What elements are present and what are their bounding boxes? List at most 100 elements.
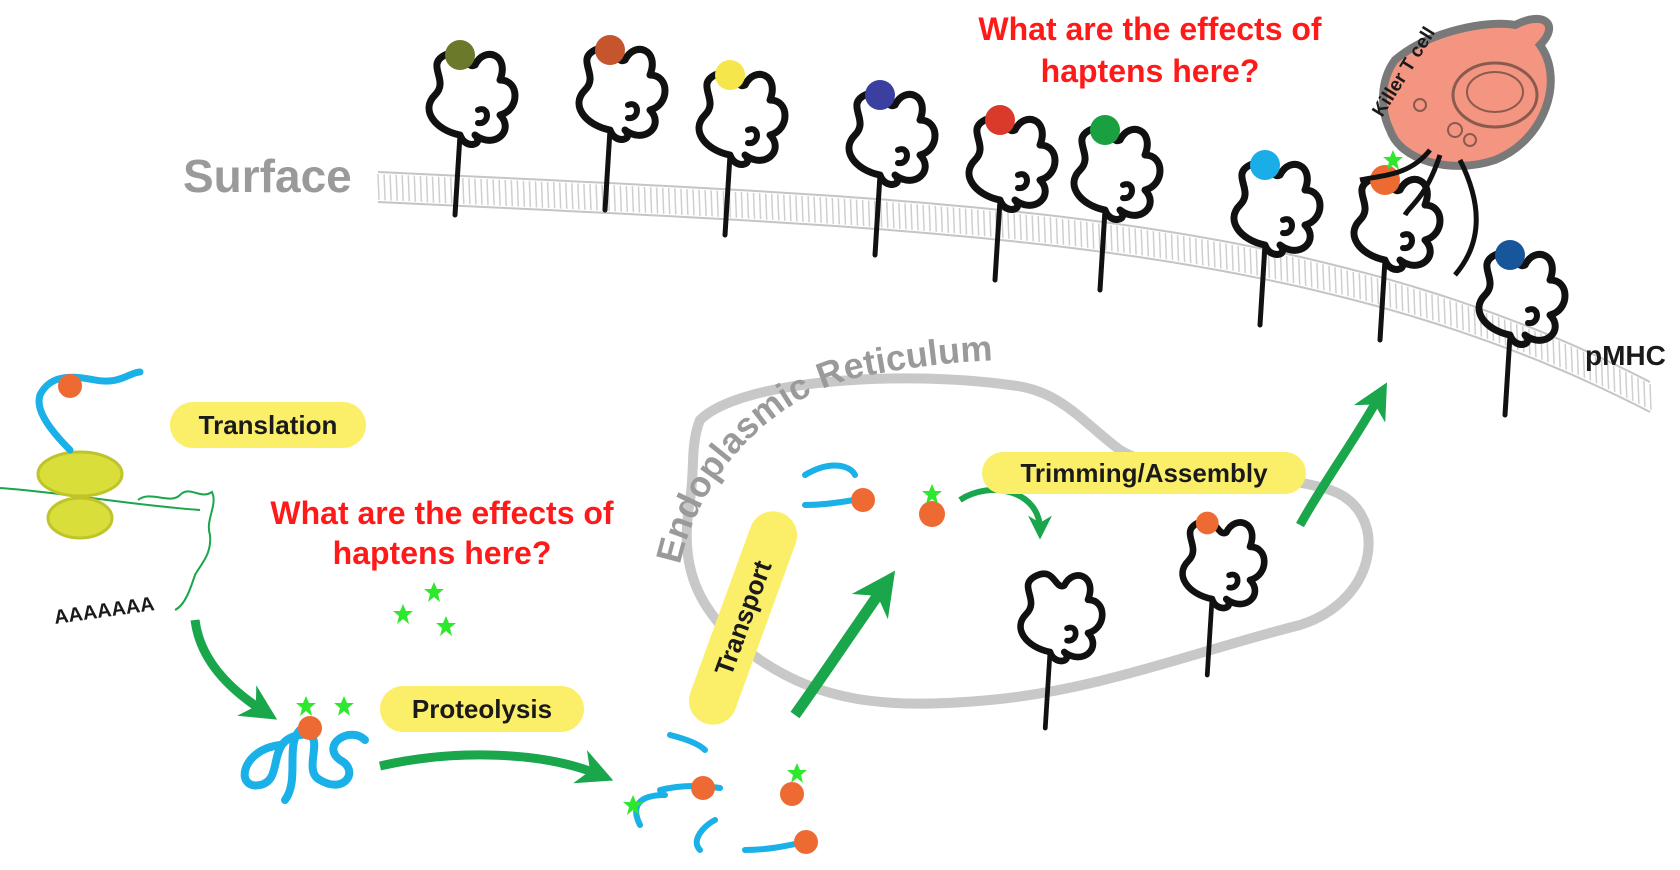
lipid bbox=[661, 187, 665, 214]
lipid bbox=[740, 192, 744, 219]
lipid bbox=[1467, 306, 1471, 333]
lipid bbox=[849, 199, 853, 226]
lipid bbox=[1443, 298, 1446, 325]
lipid bbox=[619, 185, 623, 212]
lipid bbox=[1522, 326, 1525, 353]
lipid bbox=[565, 182, 568, 209]
lipid bbox=[1207, 240, 1210, 267]
lipid bbox=[964, 208, 968, 235]
peptide bbox=[1370, 165, 1400, 195]
lipid bbox=[1437, 296, 1440, 323]
lipid bbox=[577, 183, 580, 210]
lipid bbox=[1170, 234, 1174, 261]
arrow-to-surface bbox=[1296, 382, 1387, 528]
lipid bbox=[764, 193, 768, 220]
lipid bbox=[1079, 221, 1083, 248]
lipid bbox=[1316, 262, 1319, 289]
lipid bbox=[1588, 354, 1592, 381]
surface-pmhc bbox=[849, 80, 935, 255]
lipid bbox=[837, 198, 841, 225]
lipid bbox=[655, 187, 659, 214]
lipid bbox=[958, 207, 962, 235]
lipid bbox=[1128, 227, 1131, 254]
surface-pmhc bbox=[1074, 115, 1160, 290]
lipid bbox=[1631, 374, 1634, 401]
lipid bbox=[504, 179, 507, 207]
proteolysis-label: Proteolysis bbox=[412, 694, 552, 724]
lipid bbox=[637, 186, 641, 213]
lipid bbox=[904, 203, 907, 230]
er-peptides bbox=[802, 462, 945, 527]
surface-pmhc-group bbox=[429, 35, 1565, 415]
lipid bbox=[716, 190, 719, 217]
cytosolic-peptides bbox=[623, 732, 818, 854]
arrow-to-proteolysis bbox=[190, 619, 278, 720]
lipid bbox=[1552, 338, 1555, 365]
er-mhc-loaded bbox=[1183, 511, 1265, 675]
lipid bbox=[1637, 377, 1640, 404]
lipid bbox=[413, 175, 417, 202]
surface-pmhc bbox=[699, 60, 785, 235]
trimming-assembly-label: Trimming/Assembly bbox=[1020, 458, 1268, 488]
question-surface-line1: What are the effects of bbox=[978, 11, 1322, 47]
lipid bbox=[1243, 247, 1246, 274]
lipid bbox=[734, 191, 738, 218]
unfolded-protein bbox=[240, 696, 369, 804]
lipid bbox=[583, 183, 586, 210]
lipid bbox=[558, 182, 562, 209]
peptide bbox=[1250, 150, 1280, 180]
lipid bbox=[1267, 251, 1271, 279]
surface-pmhc bbox=[579, 35, 665, 210]
lipid bbox=[886, 201, 889, 228]
membrane-leaflet-inner bbox=[377, 201, 1651, 413]
lipid bbox=[1334, 267, 1337, 294]
proteolysis-step: Proteolysis bbox=[380, 686, 584, 732]
question-cytosol-line1: What are the effects of bbox=[270, 495, 614, 531]
lipid bbox=[1649, 383, 1652, 411]
lipid bbox=[589, 184, 592, 211]
lipid bbox=[1225, 243, 1228, 270]
lipid bbox=[692, 189, 695, 216]
lipid bbox=[613, 185, 616, 212]
lipid bbox=[1055, 218, 1059, 245]
lipid bbox=[486, 179, 489, 206]
lipid bbox=[1031, 215, 1034, 242]
lipid bbox=[855, 199, 859, 226]
lipid bbox=[1176, 235, 1180, 262]
lipid bbox=[1534, 331, 1537, 358]
lipid bbox=[534, 181, 538, 208]
lipid bbox=[807, 196, 810, 223]
lipid bbox=[680, 188, 683, 215]
arrow-into-er bbox=[790, 570, 896, 719]
lipid bbox=[1340, 268, 1343, 295]
lipid bbox=[1152, 231, 1156, 258]
lipid bbox=[540, 181, 544, 208]
lipid bbox=[1013, 213, 1016, 240]
lipid bbox=[1110, 225, 1113, 252]
lipid bbox=[498, 179, 501, 206]
lipid bbox=[1249, 248, 1252, 275]
lipid bbox=[401, 175, 404, 202]
peptide bbox=[865, 80, 895, 110]
lipid bbox=[970, 209, 974, 236]
lipid bbox=[746, 192, 750, 219]
lipid bbox=[940, 206, 944, 233]
lipid bbox=[1164, 233, 1168, 260]
lipid bbox=[1091, 222, 1095, 249]
lipid bbox=[667, 188, 671, 215]
lipid bbox=[1146, 230, 1150, 257]
lipid bbox=[449, 177, 453, 204]
lipid bbox=[710, 190, 713, 217]
lipid bbox=[1394, 283, 1398, 310]
lipid bbox=[1061, 218, 1065, 245]
lipid bbox=[443, 177, 447, 204]
lipid bbox=[982, 210, 986, 237]
lipid bbox=[1122, 226, 1125, 253]
lipid bbox=[1303, 259, 1307, 287]
lipid bbox=[934, 205, 938, 232]
lipid bbox=[789, 195, 792, 222]
peptide bbox=[1090, 115, 1120, 145]
lipid bbox=[867, 200, 871, 227]
lipid bbox=[625, 185, 629, 212]
